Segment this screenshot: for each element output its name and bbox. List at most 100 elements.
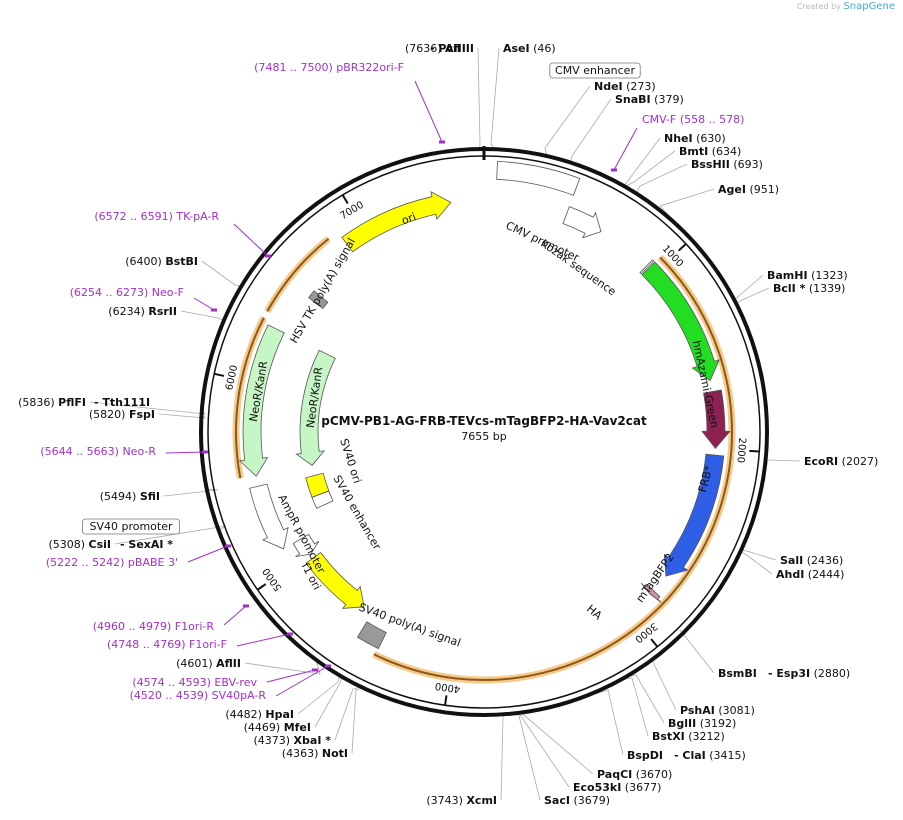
site-name-afliii: AflIII bbox=[445, 42, 474, 55]
feature-cmv-promoter-2[interactable] bbox=[562, 206, 602, 239]
site-name-bstxi: BstXI bbox=[652, 730, 685, 743]
site-bglii[interactable]: BglII (3192) bbox=[668, 717, 736, 730]
site-num-bamhi: (1323) bbox=[808, 269, 848, 282]
feature-label-kozak-sequence-3[interactable]: Kozak sequence bbox=[538, 237, 618, 299]
feature-ampr-promoter-10[interactable] bbox=[292, 533, 320, 558]
site-hpai[interactable]: (4482) HpaI bbox=[225, 708, 294, 721]
primer-ebv-rev[interactable]: (4574 .. 4593) EBV-rev bbox=[132, 676, 257, 689]
site-bsmbi[interactable]: BsmBI bbox=[718, 667, 757, 680]
site-paqci[interactable]: PaqCI (3670) bbox=[597, 768, 672, 781]
site-sfii[interactable]: (5494) SfiI bbox=[100, 490, 160, 503]
tick-5000 bbox=[256, 583, 267, 591]
site-pshai[interactable]: PshAI (3081) bbox=[680, 704, 755, 717]
feature-f1-ori-9[interactable] bbox=[305, 551, 365, 609]
site-eco53ki[interactable]: Eco53kI (3677) bbox=[573, 781, 661, 794]
site-ecori[interactable]: EcoRI (2027) bbox=[804, 455, 878, 468]
site-esp3i[interactable]: - Esp3I (2880) bbox=[768, 667, 850, 680]
feature-frb-5[interactable] bbox=[701, 389, 731, 450]
site-num-bstbi: (6400) bbox=[125, 255, 165, 268]
primer-tk-pa-r[interactable]: (6572 .. 6591) TK-pA-R bbox=[94, 210, 219, 223]
site-bspdi[interactable]: BspDI bbox=[627, 749, 663, 762]
site-line-agei bbox=[659, 188, 715, 232]
site-bsshii[interactable]: BssHII (693) bbox=[691, 158, 763, 171]
primer-cmv-f[interactable]: CMV-F (558 .. 578) bbox=[642, 113, 744, 126]
feature-ha-7[interactable] bbox=[640, 582, 662, 603]
site-bstxi[interactable]: BstXI (3212) bbox=[652, 730, 725, 743]
orf-arc-0 bbox=[373, 256, 733, 681]
site-aflii[interactable]: (4601) AflII bbox=[176, 657, 241, 670]
site-clai[interactable]: - ClaI (3415) bbox=[674, 749, 746, 762]
site-bamhi[interactable]: BamHI (1323) bbox=[767, 269, 848, 282]
primer-mark-pbr322ori-f bbox=[439, 140, 445, 144]
site-name-ndei: NdeI bbox=[594, 80, 623, 93]
site-csii[interactable]: (5308) CsiI bbox=[48, 538, 111, 551]
site-line-ahdi bbox=[740, 550, 773, 575]
site-xbai[interactable]: (4373) XbaI * bbox=[253, 734, 331, 747]
site-saci[interactable]: SacI (3679) bbox=[544, 794, 610, 807]
site-rsrii[interactable]: (6234) RsrII bbox=[108, 305, 177, 318]
feature-kozak-sequence-3[interactable] bbox=[639, 259, 655, 275]
site-mfei[interactable]: (4469) MfeI bbox=[244, 721, 311, 734]
primer-line-neo-f bbox=[193, 297, 215, 311]
site-bcli[interactable]: BclI * (1339) bbox=[773, 282, 845, 295]
feature-neor-kanr-14[interactable] bbox=[295, 349, 336, 466]
primer-pbr322ori-f[interactable]: (7481 .. 7500) pBR322ori-F bbox=[254, 61, 404, 74]
site-num-bcli: (1339) bbox=[805, 282, 845, 295]
site-nhei[interactable]: NheI (630) bbox=[664, 132, 726, 145]
feature-label-cmv-enhancer-1[interactable]: CMV enhancer bbox=[555, 64, 635, 77]
feature-label-hsv-tk-poly-a-signal-13[interactable]: HSV TK poly(A) signal bbox=[287, 236, 358, 346]
orf-arc-1 bbox=[235, 317, 265, 479]
feature-sv40-promoter-11[interactable] bbox=[249, 483, 289, 550]
primer-neo-r[interactable]: (5644 .. 5663) Neo-R bbox=[40, 445, 156, 458]
feature-label-ori-0[interactable]: ori bbox=[400, 210, 418, 227]
site-name-saci: SacI bbox=[544, 794, 570, 807]
site-fspi[interactable]: (5820) FspI bbox=[89, 408, 155, 421]
site-num-xbai: (4373) bbox=[253, 734, 293, 747]
feature-label-box-cmv-enhancer bbox=[549, 62, 641, 79]
site-num-clai: (3415) bbox=[706, 749, 746, 762]
tick-7000 bbox=[341, 194, 349, 205]
site-sali[interactable]: SalI (2436) bbox=[780, 554, 843, 567]
site-asei[interactable]: AseI (46) bbox=[503, 42, 556, 55]
primer-pbabe-3[interactable]: (5222 .. 5242) pBABE 3' bbox=[46, 556, 178, 569]
primer-f1ori-r[interactable]: (4960 .. 4979) F1ori-R bbox=[93, 620, 215, 633]
site-ahdi[interactable]: AhdI (2444) bbox=[776, 568, 844, 581]
site-name-bmti: BmtI bbox=[679, 145, 708, 158]
site-name-ecori: EcoRI bbox=[804, 455, 838, 468]
feature-cmv-enhancer-1[interactable] bbox=[496, 160, 581, 196]
feature-label-sv40-enhancer-16[interactable]: SV40 enhancer bbox=[330, 473, 383, 552]
feature-hsv-tk-poly-a-signal-13[interactable] bbox=[308, 290, 329, 310]
feature-label-ha-7[interactable]: HA bbox=[584, 602, 605, 622]
site-sexai[interactable]: - SexAI * bbox=[120, 538, 173, 551]
site-num-ecori: (2027) bbox=[838, 455, 878, 468]
snapgene-brand[interactable]: SnapGene bbox=[843, 1, 895, 12]
site-tth111i[interactable]: - Tth111I bbox=[94, 396, 150, 409]
feature-mtagbfp2-6[interactable] bbox=[663, 453, 725, 577]
feature-ori-0[interactable] bbox=[341, 191, 452, 253]
site-snabi[interactable]: SnaBI (379) bbox=[615, 93, 684, 106]
primer-neo-f[interactable]: (6254 .. 6273) Neo-F bbox=[70, 286, 184, 299]
site-agei[interactable]: AgeI (951) bbox=[718, 183, 779, 196]
feature-neor-kanr-12[interactable] bbox=[238, 324, 285, 477]
tick-1000 bbox=[677, 243, 687, 252]
primer-mark-pbabe-3 bbox=[225, 544, 231, 548]
site-afliii[interactable]: (7636) AflIII bbox=[405, 42, 474, 55]
site-pcii[interactable]: - PciI bbox=[430, 42, 461, 55]
feature-sv40-enhancer-16[interactable] bbox=[311, 490, 334, 509]
primer-line-f1ori-r bbox=[223, 605, 247, 626]
site-noti[interactable]: (4363) NotI bbox=[282, 747, 348, 760]
site-name-noti: NotI bbox=[322, 747, 348, 760]
feature-hmazami-green-4[interactable] bbox=[641, 261, 720, 382]
site-name-sali: SalI bbox=[780, 554, 803, 567]
primer-f1ori-f[interactable]: (4748 .. 4769) F1ori-F bbox=[107, 638, 227, 651]
feature-sv40-poly-a-signal-8[interactable] bbox=[356, 621, 387, 650]
site-pflfi[interactable]: (5836) PflFI bbox=[18, 396, 86, 409]
primer-sv40pa-r[interactable]: (4520 .. 4539) SV40pA-R bbox=[130, 689, 267, 702]
primer-line-tk-pa-r bbox=[233, 223, 269, 257]
site-bstbi[interactable]: (6400) BstBI bbox=[125, 255, 198, 268]
feature-label-sv40-promoter-11[interactable]: SV40 promoter bbox=[89, 520, 173, 533]
site-xcmi[interactable]: (3743) XcmI bbox=[426, 794, 497, 807]
feature-sv40-ori-15[interactable] bbox=[305, 472, 330, 498]
site-ndei[interactable]: NdeI (273) bbox=[594, 80, 656, 93]
site-bmti[interactable]: BmtI (634) bbox=[679, 145, 741, 158]
